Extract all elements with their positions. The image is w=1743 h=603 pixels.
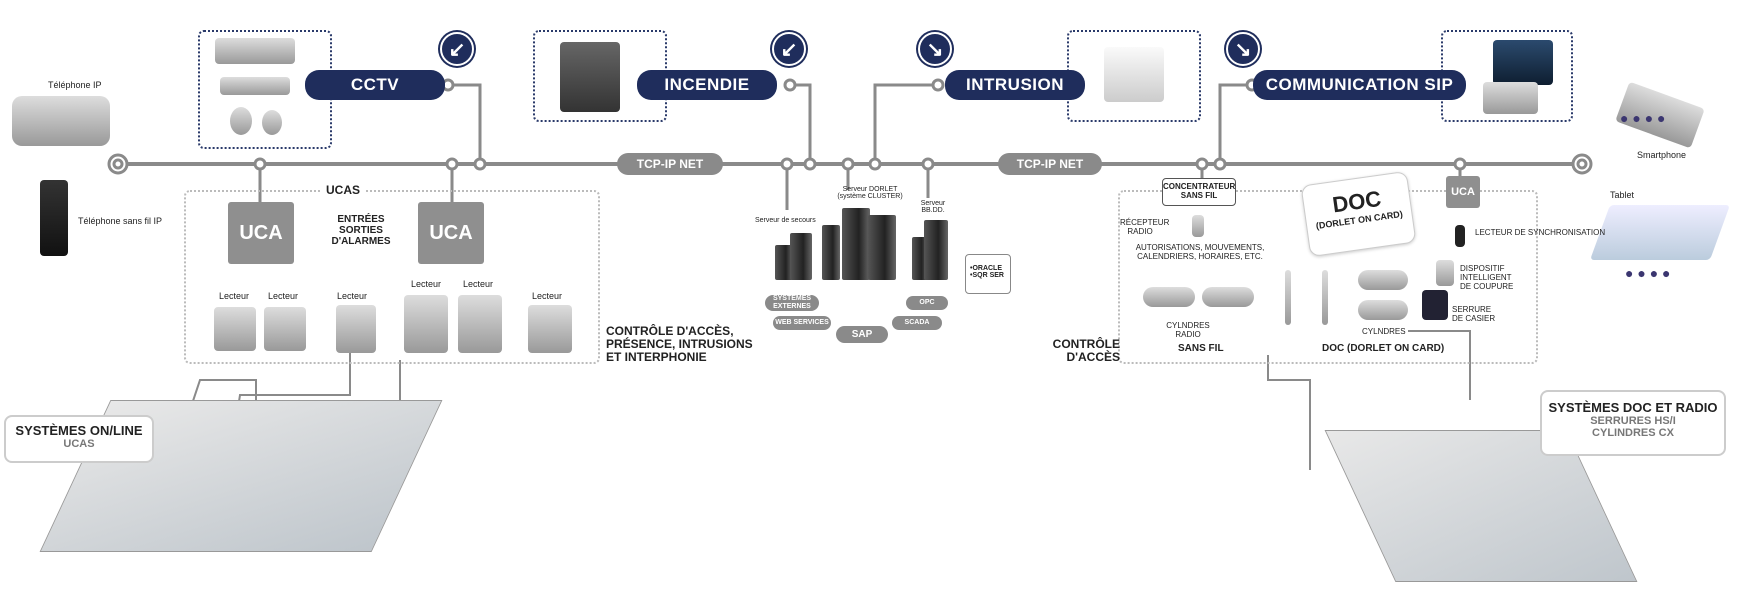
sans-fil-label: SANS FIL: [1178, 343, 1224, 354]
card-reader-image: [336, 305, 376, 353]
server-image: [868, 215, 896, 280]
card-reader-image: [264, 307, 306, 351]
ip-phone-image: [12, 96, 110, 146]
sap-pill: SAP: [836, 326, 888, 343]
reader-label: Lecteur: [463, 279, 494, 289]
ucas-group: [184, 190, 600, 364]
tcp-ip-net-label: TCP-IP NET: [617, 153, 723, 175]
door-handle-image: [1322, 270, 1328, 325]
cylinder-image: [1358, 300, 1408, 320]
reader-label: Lecteur: [337, 291, 368, 301]
terminal-image: [458, 295, 502, 353]
arrow-down-left-icon: ↙: [440, 32, 474, 66]
access-caption: CONTRÔLE D'ACCÈS: [1052, 337, 1120, 364]
db-types-box: •ORACLE •SQR SER: [965, 254, 1011, 294]
server-image: [822, 225, 840, 280]
cylinders-radio-label: CYLNDRES RADIO: [1166, 321, 1210, 339]
cutoff-device-label: DISPOSITIF INTELLIGENT DE COUPURE: [1460, 264, 1514, 291]
smartphone-label: Smartphone: [1637, 150, 1687, 160]
reader-label: Lecteur: [219, 291, 250, 301]
online-title: SYSTÈMES ON/LINE: [15, 423, 143, 438]
pbx-image: [1493, 40, 1553, 85]
dome-camera-image: [230, 107, 252, 135]
os-icons: ● ● ● ●: [1620, 110, 1666, 126]
radio-receiver-image: [1192, 215, 1204, 237]
desk-phone-image: [1483, 82, 1538, 114]
server-image: [924, 220, 948, 280]
sip-label: COMMUNICATION SIP: [1253, 70, 1466, 100]
receiver-label: RÉCEPTEUR RADIO: [1120, 218, 1170, 236]
cctv-label: CCTV: [305, 70, 445, 100]
doc-radio-systems-label: SYSTÈMES DOC ET RADIO SERRURES HS/I CYLI…: [1540, 390, 1726, 456]
tablet-image: [1589, 205, 1731, 260]
online-systems-label: SYSTÈMES ON/LINE UCAS: [4, 415, 154, 463]
online-subtitle: UCAS: [63, 438, 95, 450]
uca-controller: UCA: [1446, 176, 1480, 208]
ip-phone-label: Téléphone IP: [48, 80, 102, 90]
door-handle-image: [1285, 270, 1291, 325]
sync-reader-label: LECTEUR DE SYNCHRONISATION: [1475, 228, 1606, 237]
ucas-caption: CONTRÔLE D'ACCÈS, PRÉSENCE, INTRUSIONS E…: [606, 324, 753, 364]
reader-label: Lecteur: [532, 291, 563, 301]
tablet-label: Tablet: [1610, 190, 1635, 200]
server-image: [842, 208, 870, 280]
keyboard-image: [220, 77, 290, 95]
doc-systems-title: SYSTÈMES DOC ET RADIO: [1548, 400, 1718, 415]
locker-lock-label: SERRURE DE CASIER: [1452, 305, 1496, 323]
info-label: AUTORISATIONS, MOUVEMENTS, CALENDRIERS, …: [1135, 243, 1265, 261]
cylinders-label: CYLNDRES: [1362, 327, 1406, 336]
web-services-pill: WEB SERVICES: [773, 316, 831, 330]
intrusion-equipment-box: [1067, 30, 1201, 122]
terminal-image: [404, 295, 448, 353]
cylinder-image: [1143, 287, 1195, 307]
uca-controller: UCA: [418, 202, 484, 264]
doc-card: DOC (DORLET ON CARD): [1300, 170, 1417, 258]
wireless-phone-image: [40, 180, 68, 256]
opc-pill: OPC: [906, 296, 948, 310]
dome-camera-image: [262, 110, 282, 135]
arrow-down-left-icon: ↙: [772, 32, 806, 66]
cylinder-image: [1358, 270, 1408, 290]
os-icons: ● ● ● ●: [1625, 265, 1671, 281]
dvr-image: [215, 38, 295, 64]
card-reader-image: [528, 305, 572, 353]
fire-panel-image: [560, 42, 620, 112]
card-reader-image: [214, 307, 256, 351]
doc-systems-sub1: SERRURES HS/I: [1590, 415, 1676, 427]
ucas-title: UCAS: [320, 183, 367, 197]
cylinder-image: [1202, 287, 1254, 307]
cutoff-device-image: [1436, 260, 1454, 286]
sip-equipment-box: [1441, 30, 1573, 122]
dorlet-server-label: Serveur DORLET (système CLUSTER): [837, 186, 903, 200]
scada-pill: SCADA: [892, 316, 942, 330]
locker-lock-image: [1422, 290, 1448, 320]
alarm-io-label: ENTRÉES SORTIES D'ALARMES: [331, 214, 391, 247]
concentrator-box: CONCENTRATEUR SANS FIL: [1162, 178, 1236, 206]
server-image: [790, 233, 812, 280]
uca-controller: UCA: [228, 202, 294, 264]
wireless-phone-label: Téléphone sans fil IP: [78, 216, 163, 226]
arrow-down-right-icon: ↘: [918, 32, 952, 66]
db-server-label: Serveur BB.DD.: [920, 200, 946, 214]
doc-systems-sub2: CYLINDRES CX: [1592, 427, 1674, 439]
arrow-down-right-icon: ↘: [1226, 32, 1260, 66]
incendie-label: INCENDIE: [637, 70, 777, 100]
external-systems-pill: SYSTÈMES EXTERNES: [765, 295, 819, 311]
intrusion-label: INTRUSION: [945, 70, 1085, 100]
alarm-panel-image: [1104, 47, 1164, 102]
reader-label: Lecteur: [268, 291, 299, 301]
doc-footer-label: DOC (DORLET ON CARD): [1322, 343, 1445, 354]
backup-server-label: Serveur de secours: [755, 217, 816, 224]
sync-reader-image: [1455, 225, 1465, 247]
server-image: [775, 245, 793, 280]
tcp-ip-net-label: TCP-IP NET: [998, 153, 1102, 175]
reader-label: Lecteur: [411, 279, 442, 289]
